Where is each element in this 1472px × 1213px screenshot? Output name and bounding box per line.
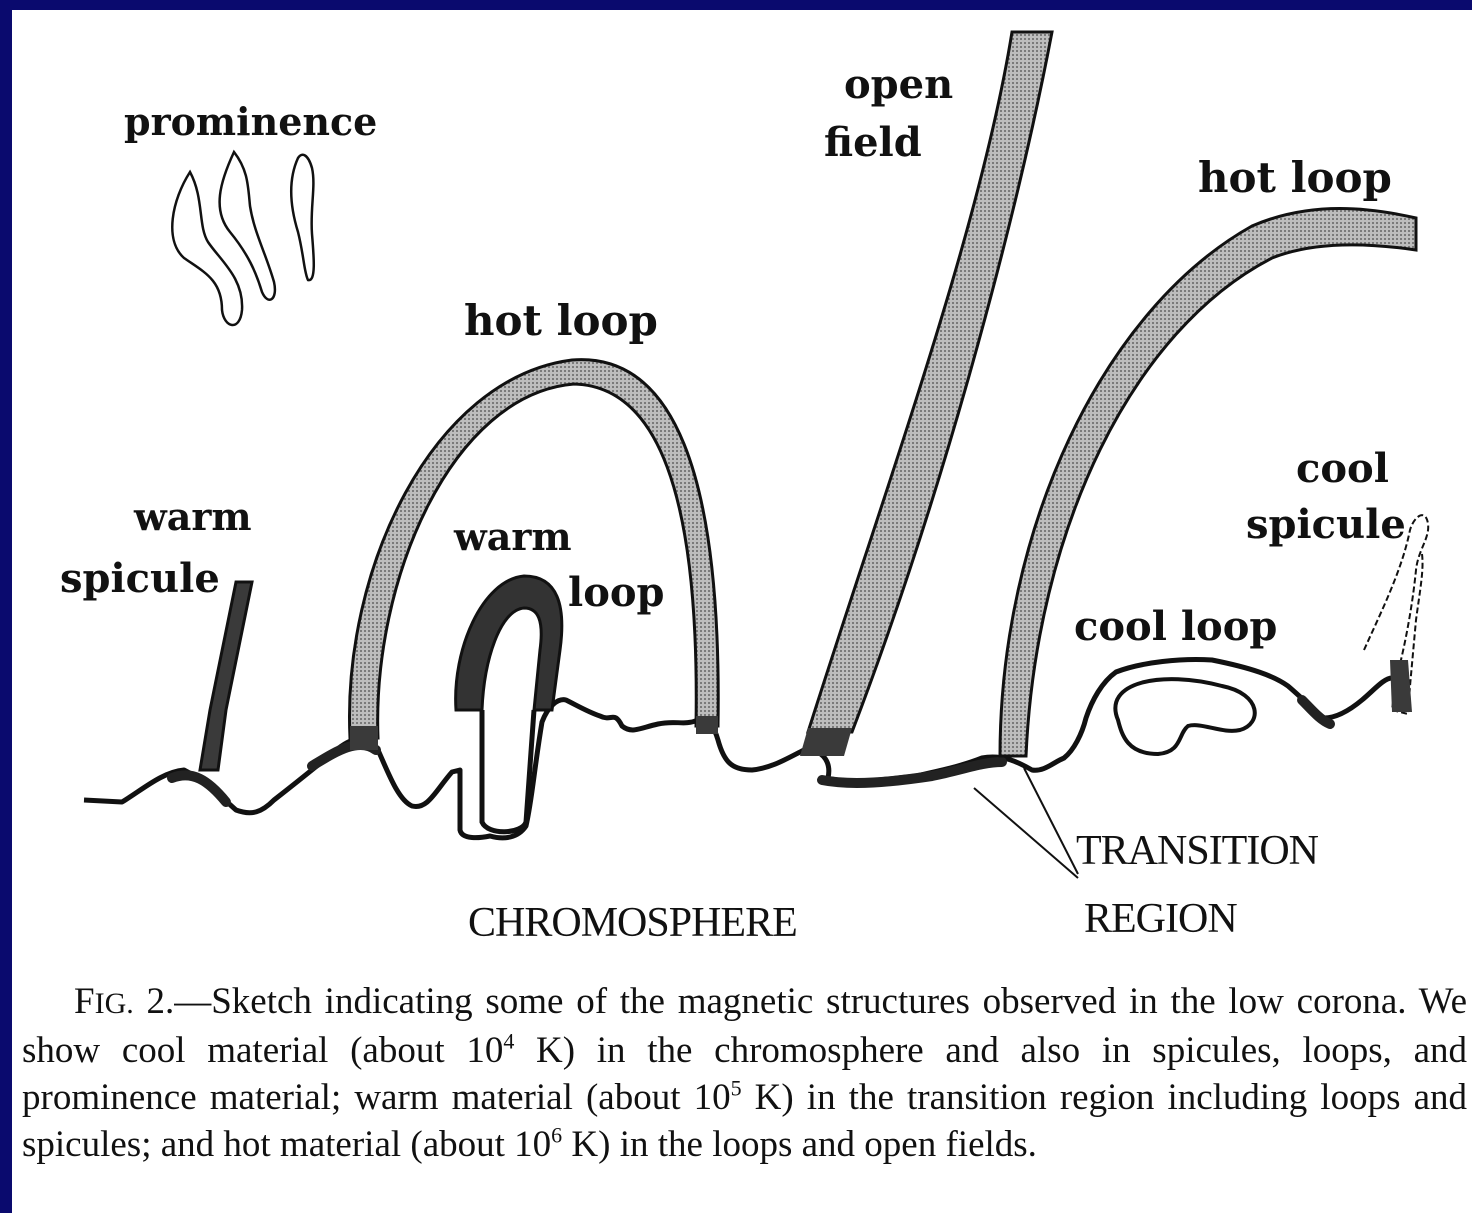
transition-band: [172, 700, 1330, 802]
caption-exp-2: 5: [731, 1076, 742, 1101]
label-hot-loop-right: hot loop: [1198, 153, 1392, 202]
figure-caption: FIG. 2.—Sketch indicating some of the ma…: [22, 978, 1467, 1168]
caption-fig-number: 2.: [146, 981, 174, 1022]
hot-loop-left-footpoint-right: [696, 716, 718, 734]
label-transition-line2: REGION: [1084, 896, 1237, 942]
label-open-field-line1: open: [844, 61, 953, 108]
warm-loop: [456, 576, 562, 710]
label-hot-loop-left: hot loop: [464, 296, 658, 345]
caption-fig-prefix: F: [74, 981, 95, 1022]
chromosphere-surface: [84, 660, 1392, 838]
label-warm-spicule-line1: warm: [133, 494, 252, 539]
open-field-footpoint: [800, 728, 852, 756]
figure-panel: prominence open field hot loop hot loop …: [12, 10, 1472, 1213]
label-transition-line1: TRANSITION: [1076, 828, 1319, 874]
prominence-shape: [172, 152, 314, 325]
hot-loop-left-footpoint: [350, 726, 378, 750]
warm-loop-lower: [482, 710, 534, 832]
label-warm-loop-line2: loop: [568, 569, 665, 616]
label-cool-loop: cool loop: [1074, 603, 1277, 650]
transition-pointer-lines: [974, 768, 1078, 878]
label-warm-spicule-line2: spicule: [60, 555, 220, 602]
cool-spicule-base: [1390, 660, 1412, 712]
caption-exp-1: 4: [503, 1029, 514, 1054]
magnetic-structures-sketch: prominence open field hot loop hot loop …: [12, 10, 1472, 970]
label-prominence: prominence: [124, 99, 377, 144]
cool-loop: [1115, 679, 1254, 754]
label-chromosphere: CHROMOSPHERE: [468, 900, 797, 946]
caption-fig-prefix-small: IG.: [95, 987, 134, 1020]
label-warm-loop-line1: warm: [453, 514, 572, 559]
label-cool-spicule-line2: spicule: [1246, 501, 1406, 548]
caption-text-4: K) in the loops and open fields.: [562, 1124, 1037, 1165]
caption-exp-3: 6: [551, 1123, 562, 1148]
label-open-field-line2: field: [824, 119, 922, 166]
label-cool-spicule-line1: cool: [1296, 445, 1389, 492]
warm-spicule-left: [200, 582, 252, 770]
